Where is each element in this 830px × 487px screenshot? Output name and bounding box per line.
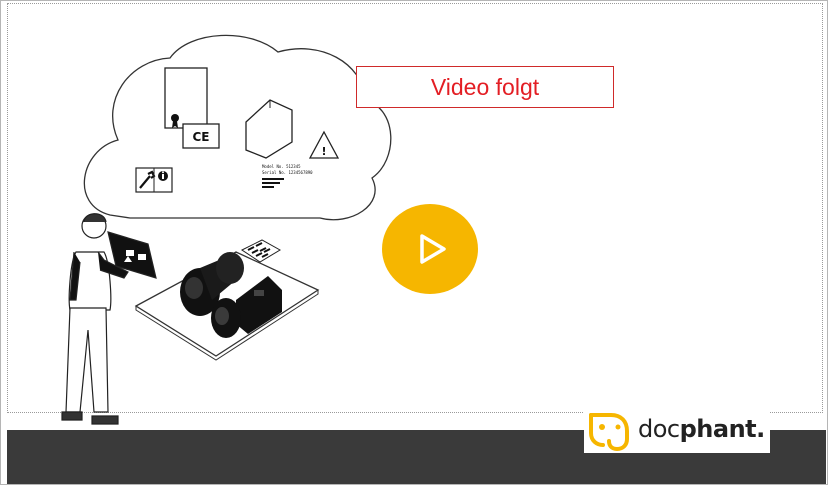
nameplate-line-2: Serial No. 1234567890 [262,170,313,175]
content-area [7,3,823,413]
lens-device-1 [180,252,244,316]
camera-device-icon [245,99,293,159]
lens-device-2 [211,276,282,338]
qr-code-icon [241,239,281,263]
ce-icon: CE [182,123,220,149]
play-icon [420,234,446,264]
svg-text:!: ! [321,145,326,158]
warning-icon: ! [308,130,340,159]
nameplate-line-1: Model No. 512345 [262,164,301,169]
elephant-logo-icon [589,413,629,451]
nameplate-icon: Model No. 512345 Serial No. 1234567890 [262,164,313,188]
document-icon [164,67,208,129]
tools-icon [135,167,173,193]
info-icon [158,171,168,181]
cloud-shape [83,34,392,221]
play-button[interactable] [382,204,478,294]
logo-wordmark: docphant. [638,415,765,443]
docphant-logo: docphant. [584,409,770,453]
ce-mark-label: CE [192,130,209,144]
logo-text-bold: phant. [679,415,766,443]
video-placeholder-label: Video folgt [356,66,614,108]
worker-figure [61,213,157,425]
logo-text-regular: doc [638,415,680,443]
